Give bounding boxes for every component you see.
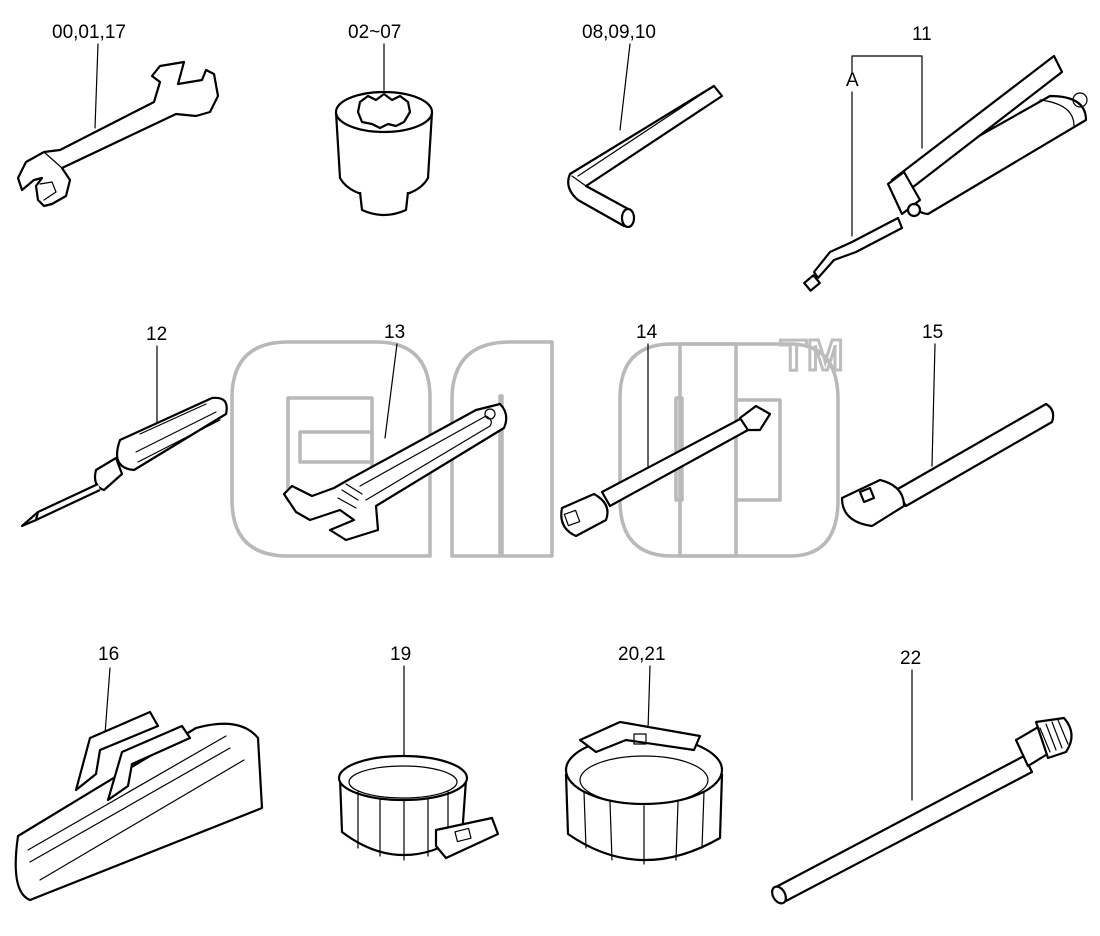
- part-socket: 02~07: [334, 22, 434, 217]
- callout-grease-gun-a: A: [846, 70, 859, 91]
- part-tool-bag: 16: [14, 644, 264, 902]
- callout-hex-key: 08,09,10: [582, 22, 656, 43]
- part-adjustable-wrench: 13: [282, 322, 508, 542]
- callout-socket: 02~07: [348, 22, 401, 43]
- part-filter-wrench-cap: 19: [337, 644, 500, 861]
- part-hex-key: 08,09,10: [567, 22, 724, 229]
- callout-tool-bag: 16: [98, 644, 119, 665]
- watermark-logo: TM: [230, 330, 845, 558]
- part-screwdriver: 12: [20, 324, 228, 528]
- part-grease-gun: 11 A: [803, 24, 1088, 292]
- callout-rod: 22: [900, 648, 921, 669]
- part-ratchet-handle: 15: [840, 322, 1055, 528]
- callout-filter-wrench-cap: 19: [390, 644, 411, 665]
- part-double-open-spanner: 00,01,17: [16, 22, 220, 208]
- callout-socket-extension: 14: [636, 322, 658, 343]
- part-socket-extension: 14: [560, 322, 772, 538]
- trademark-mark: TM: [780, 331, 844, 380]
- callout-spanner: 00,01,17: [52, 22, 126, 43]
- part-filter-wrench-strap: 20,21: [564, 644, 724, 865]
- part-rod: 22: [771, 648, 1073, 905]
- callout-grease-gun: 11: [912, 24, 932, 45]
- callout-screwdriver: 12: [146, 324, 167, 345]
- callout-adjustable-wrench: 13: [384, 322, 405, 343]
- callout-ratchet-handle: 15: [922, 322, 943, 343]
- callout-filter-wrench-strap: 20,21: [618, 644, 666, 665]
